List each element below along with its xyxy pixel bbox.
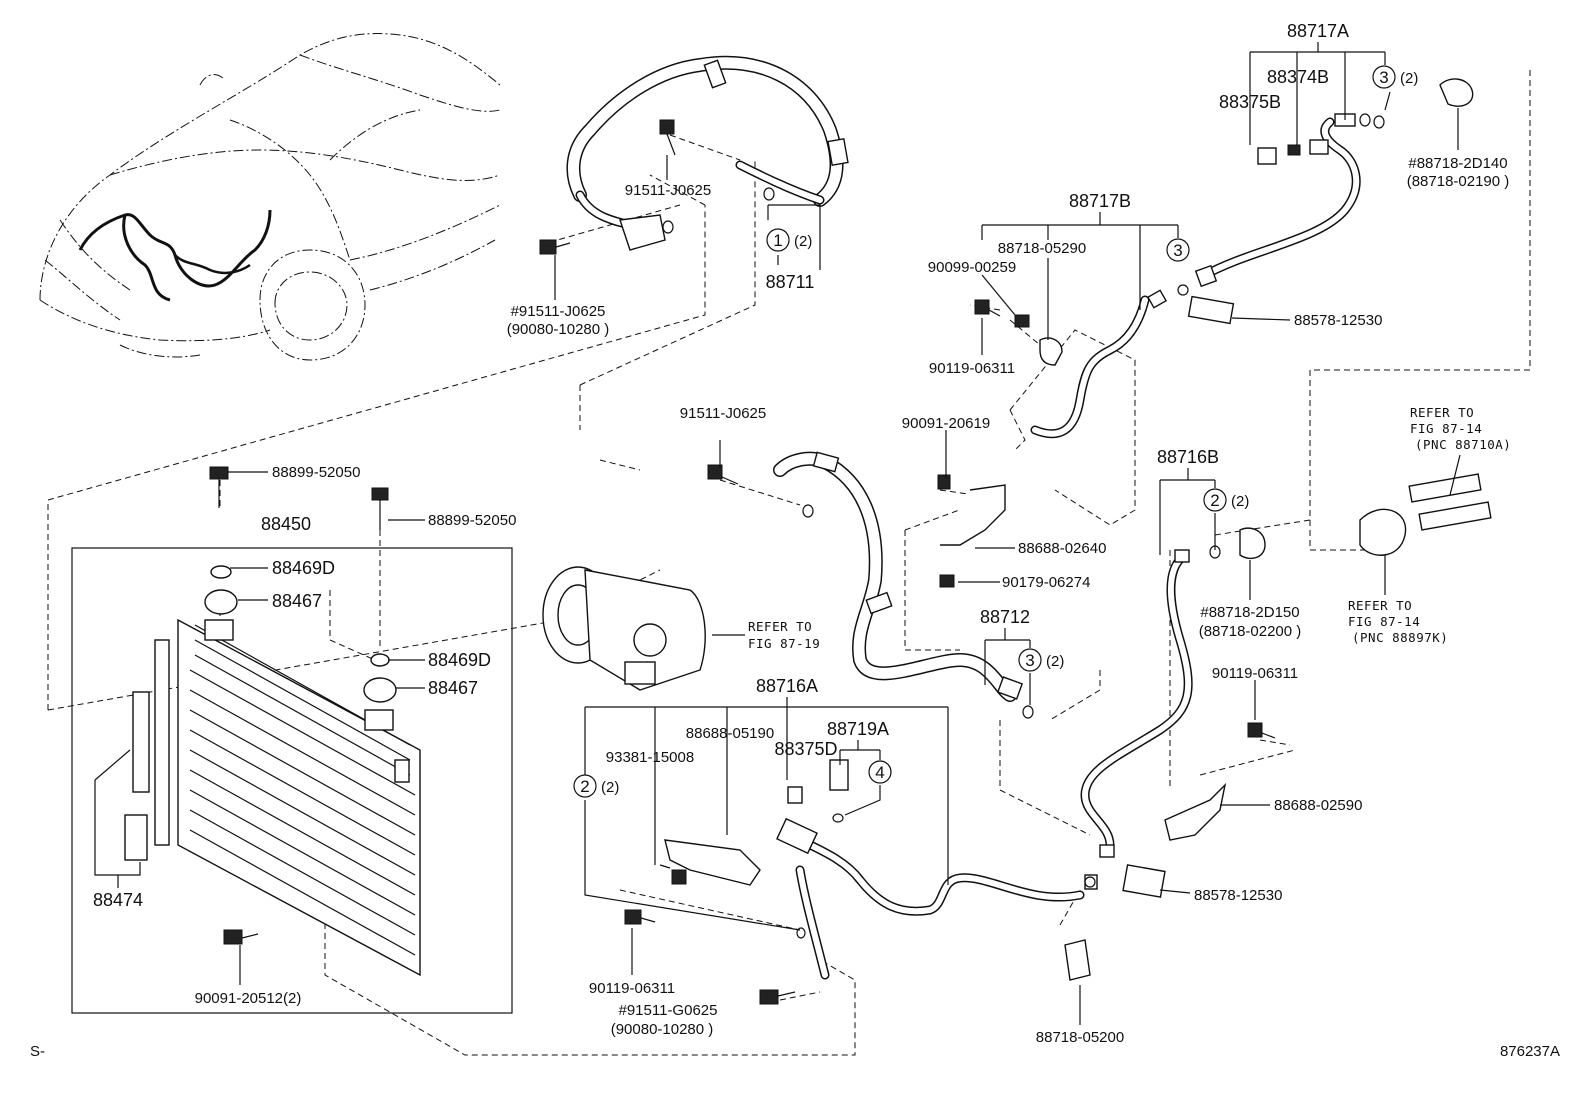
label-93381-15008: 93381-15008 <box>606 749 694 766</box>
label-88718-02200: (88718-02200 ) <box>1199 623 1302 640</box>
callout-3-low-qty: (2) <box>1046 653 1064 670</box>
label-88711: 88711 <box>766 272 815 292</box>
label-88719A: 88719A <box>827 719 889 739</box>
callout-3-top: 3 <box>1379 68 1388 87</box>
label-88374B: 88374B <box>1267 67 1329 87</box>
diagram-id: 876237A <box>1500 1043 1560 1060</box>
part-number-labels: 88717A 88374B 88375B 3 (2) #88718-2D140 … <box>30 21 1560 1060</box>
callout-1: 1 <box>773 231 782 250</box>
callout-2-a: 2 <box>580 777 589 796</box>
label-90119-06311-b: 90119-06311 <box>1212 665 1298 682</box>
label-88469D-a: 88469D <box>272 558 335 578</box>
label-90099-00259: 90099-00259 <box>928 259 1016 276</box>
condenser-88450 <box>124 618 421 977</box>
pipe-88717B <box>1030 289 1168 439</box>
callout-circles <box>573 65 1396 798</box>
refer-bottom-right-line1: REFER TO <box>1348 598 1412 613</box>
label-88717A: 88717A <box>1287 21 1349 41</box>
condenser-frame <box>71 547 513 1014</box>
refer-top-right-line2: FIG 87-14 <box>1410 421 1482 436</box>
callout-2-b-qty: (2) <box>1231 493 1249 510</box>
pipe-88716A <box>776 817 1085 980</box>
callout-2-a-qty: (2) <box>601 779 619 796</box>
callout-3-top-qty: (2) <box>1400 70 1418 87</box>
bracket-lines <box>94 42 1461 1025</box>
small-parts <box>204 78 1492 1005</box>
label-88450: 88450 <box>261 514 311 534</box>
label-88578-12530-b: 88578-12530 <box>1194 887 1282 904</box>
refer-bottom-right-line3: (PNC 88897K) <box>1352 630 1448 645</box>
compressor <box>542 566 706 691</box>
label-91511-J0625-a: 91511-J0625 <box>625 182 711 199</box>
label-90119-06311-a: 90119-06311 <box>929 360 1015 377</box>
callout-1-qty: (2) <box>794 233 812 250</box>
label-88718-05290: 88718-05290 <box>998 240 1086 257</box>
pipe-88717A <box>1194 113 1361 288</box>
label-88467-a: 88467 <box>272 591 322 611</box>
label-88712: 88712 <box>980 607 1030 627</box>
label-88467-b: 88467 <box>428 678 478 698</box>
label-88718-2D140: #88718-2D140 <box>1408 155 1507 172</box>
callout-4: 4 <box>875 763 884 782</box>
refer-top-right-line1: REFER TO <box>1410 405 1474 420</box>
label-88375B: 88375B <box>1219 92 1281 112</box>
label-91511-J0625-c: 91511-J0625 <box>680 405 766 422</box>
label-90091-20512: 90091-20512(2) <box>195 990 302 1007</box>
label-88899-52050-a: 88899-52050 <box>272 464 360 481</box>
label-88718-2D150: #88718-2D150 <box>1200 604 1299 621</box>
refer-fig-87-19-line2: FIG 87-19 <box>748 636 820 651</box>
label-88716A: 88716A <box>756 676 818 696</box>
label-88578-12530-a: 88578-12530 <box>1294 312 1382 329</box>
label-90080-10280-b: (90080-10280 ) <box>611 1021 714 1038</box>
label-90080-10280-a: (90080-10280 ) <box>507 321 610 338</box>
label-88716B: 88716B <box>1157 447 1219 467</box>
label-88688-02640: 88688-02640 <box>1018 540 1106 557</box>
label-90091-20619: 90091-20619 <box>902 415 990 432</box>
callout-3-low: 3 <box>1025 651 1034 670</box>
hose-88712 <box>773 451 1017 702</box>
label-88688-05190: 88688-05190 <box>686 725 774 742</box>
label-88718-02190: (88718-02190 ) <box>1407 173 1510 190</box>
refer-bottom-right-line2: FIG 87-14 <box>1348 614 1420 629</box>
pipe-88716B <box>1080 550 1193 850</box>
refer-top-right-line3: (PNC 88710A) <box>1415 437 1511 452</box>
label-91511-J0625-b: #91511-J0625 <box>511 303 606 320</box>
vehicle-outline <box>39 33 501 361</box>
label-88688-02590: 88688-02590 <box>1274 797 1362 814</box>
hose-88711 <box>566 55 849 230</box>
refer-fig-87-19-line1: REFER TO <box>748 619 812 634</box>
label-88474: 88474 <box>93 890 143 910</box>
label-88717B: 88717B <box>1069 191 1131 211</box>
label-88375D: 88375D <box>774 739 837 759</box>
label-88899-52050-b: 88899-52050 <box>428 512 516 529</box>
label-90179-06274: 90179-06274 <box>1002 574 1090 591</box>
label-88469D-b: 88469D <box>428 650 491 670</box>
callout-2-b: 2 <box>1210 491 1219 510</box>
label-88718-05200: 88718-05200 <box>1036 1029 1124 1046</box>
callout-3-mid: 3 <box>1173 241 1182 260</box>
label-90119-06311-c: 90119-06311 <box>589 980 675 997</box>
corner-mark-left: S- <box>30 1043 45 1060</box>
label-91511-G0625: #91511-G0625 <box>619 1002 718 1019</box>
